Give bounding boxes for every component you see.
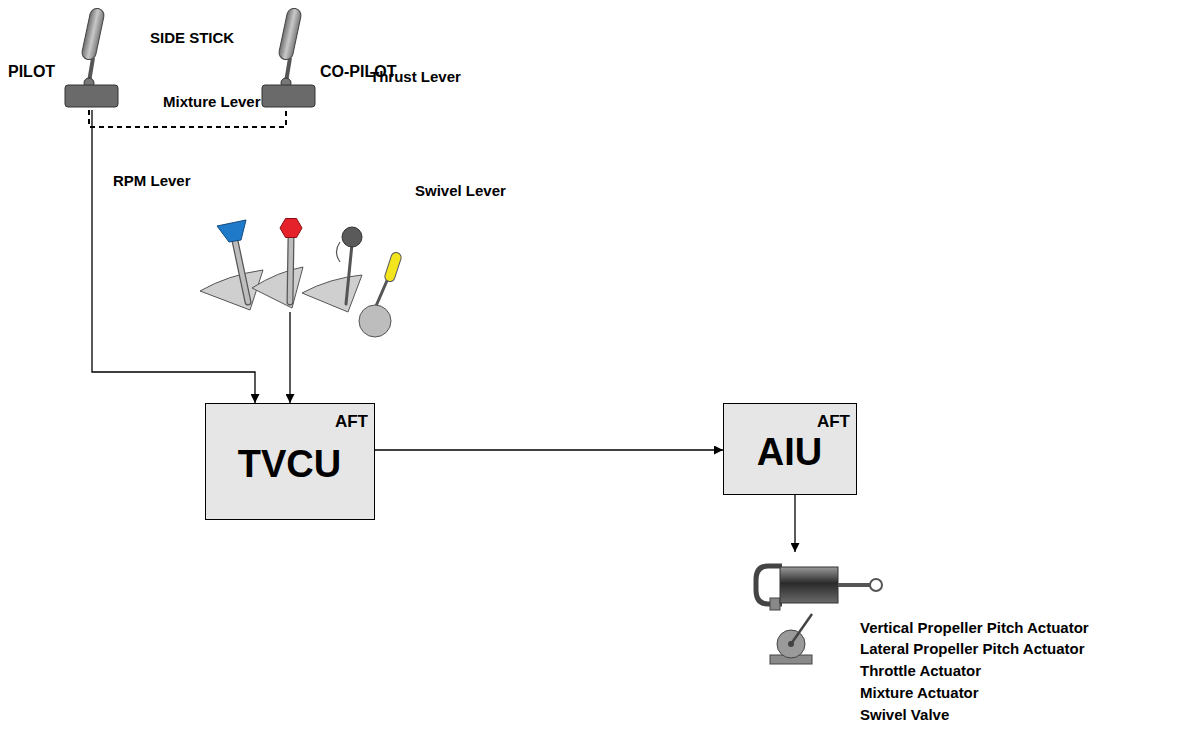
control-unit-box: TVCU AFT — [205, 403, 375, 520]
swivel-hub — [359, 305, 391, 337]
rpm-lever — [200, 220, 263, 310]
lever-quadrant — [252, 267, 303, 308]
lever-quadrant — [302, 275, 362, 312]
interface-unit-box: AIUAFT — [723, 403, 857, 495]
throttle-servo — [770, 614, 812, 664]
node-label: Mixture Lever — [163, 93, 261, 110]
actuator-port — [770, 598, 780, 610]
swivel-lever — [359, 251, 402, 337]
rod-eye — [870, 579, 882, 591]
signal-arrow — [794, 495, 795, 552]
thrust-knob — [342, 227, 362, 247]
lever-quadrant — [200, 270, 263, 310]
node-label: AIU — [757, 431, 822, 474]
signal-arrow — [375, 449, 723, 450]
servo-arm — [791, 614, 812, 644]
signal-arrow — [92, 110, 255, 403]
stick-base — [65, 85, 118, 107]
side-stick: CO-PILOT — [258, 5, 403, 110]
actuator-rod — [838, 583, 870, 587]
lever-stem — [290, 238, 291, 302]
node-sublabel: Swivel Lever — [415, 182, 506, 199]
stick-base — [262, 85, 315, 107]
side-stick-icon — [258, 5, 403, 110]
servo-hub — [788, 641, 794, 647]
node-label: Vertical Propeller Pitch Actuator — [860, 619, 1089, 636]
side-stick — [65, 7, 118, 107]
node-sublabel: Thrust Lever — [370, 68, 461, 85]
thrust-lever — [302, 227, 362, 312]
node-sublabel: Mixture Actuator — [860, 684, 979, 701]
mixture-knob — [280, 219, 302, 238]
node-sublabel: AFT — [817, 412, 850, 432]
node-sublabel: RPM Lever — [113, 172, 191, 189]
actuator-body — [780, 567, 838, 603]
rpm-knob — [217, 220, 246, 242]
lever-stem — [234, 236, 248, 302]
node-label: TVCU — [238, 443, 341, 486]
group-label: SIDE STICK — [150, 29, 234, 46]
stick-grip — [278, 7, 303, 61]
swivel-knob — [384, 251, 403, 283]
node-sublabel: Throttle Actuator — [860, 662, 981, 679]
lever-stem — [346, 244, 352, 304]
side-stick — [262, 7, 315, 107]
link-line — [89, 110, 286, 127]
node-sublabel: Lateral Propeller Pitch Actuator — [860, 640, 1085, 657]
node-label: PILOT — [8, 63, 55, 81]
side-stick: PILOT — [5, 5, 125, 110]
servo-body — [777, 630, 805, 658]
lever-stem — [290, 238, 291, 302]
signal-arrow — [289, 312, 290, 403]
stick-grip — [81, 7, 106, 61]
node-sublabel: AFT — [335, 412, 368, 432]
actuator-group: Vertical Propeller Pitch ActuatorLateral… — [755, 552, 1185, 732]
lever-stem — [234, 236, 248, 302]
linear-actuator — [756, 566, 882, 610]
mixture-lever — [252, 219, 303, 309]
side-stick-icon — [5, 5, 125, 110]
detent-mark — [337, 242, 341, 262]
node-sublabel: Swivel Valve — [860, 706, 949, 723]
lever-quadrant: Mixture Lever Thrust LeverRPM LeverSwivel… — [110, 65, 535, 312]
